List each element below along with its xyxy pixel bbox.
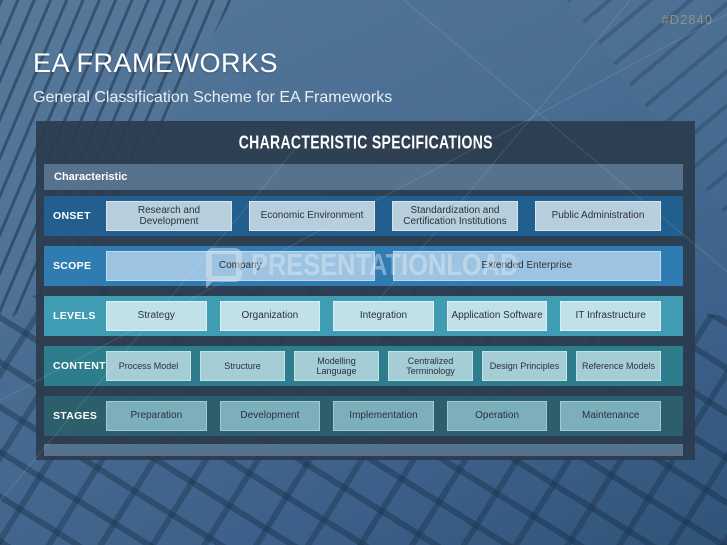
row-levels: LEVELS Strategy Organization Integration… — [44, 296, 683, 336]
spec-box: Application Software — [446, 301, 548, 331]
spec-box: Organization — [219, 301, 321, 331]
panel-title: CHARACTERISTIC SPECIFICATIONS — [36, 121, 695, 164]
spec-box: Extended Enterprise — [392, 251, 661, 281]
panel-footer-band — [44, 444, 683, 456]
spec-box: Process Model — [106, 351, 191, 381]
spec-box: Standardization and Certification Instit… — [392, 201, 518, 231]
row-boxes: Preparation Development Implementation O… — [106, 401, 683, 431]
spec-box: Public Administration — [535, 201, 661, 231]
row-label-levels: LEVELS — [53, 310, 96, 322]
slide-id: #D2840 — [661, 12, 713, 27]
row-onset: ONSET Research and Development Economic … — [44, 196, 683, 236]
row-label-onset: ONSET — [53, 210, 91, 222]
characteristic-header-label: Characteristic — [54, 171, 128, 183]
spec-box: Reference Models — [576, 351, 661, 381]
row-boxes: Research and Development Economic Enviro… — [106, 201, 683, 231]
spec-box: Maintenance — [560, 401, 661, 431]
spec-box: Implementation — [333, 401, 434, 431]
spec-box: Economic Environment — [249, 201, 375, 231]
characteristic-header-band: Characteristic — [44, 164, 683, 190]
page-title: EA FRAMEWORKS — [33, 48, 279, 79]
row-label-scope: SCOPE — [53, 260, 92, 272]
row-content: CONTENT Process Model Structure Modellin… — [44, 346, 683, 386]
panel-title-text: CHARACTERISTIC SPECIFICATIONS — [238, 131, 493, 153]
spec-box: Structure — [200, 351, 285, 381]
specifications-panel: CHARACTERISTIC SPECIFICATIONS Characteri… — [36, 121, 695, 460]
spec-box: IT Infrastructure — [560, 301, 661, 331]
row-boxes: Strategy Organization Integration Applic… — [106, 301, 683, 331]
row-label-stages: STAGES — [53, 410, 98, 422]
row-scope: SCOPE Company Extended Enterprise — [44, 246, 683, 286]
spec-box: Research and Development — [106, 201, 232, 231]
row-boxes: Company Extended Enterprise — [106, 251, 683, 281]
spec-box: Strategy — [106, 301, 207, 331]
spec-box: Development — [219, 401, 321, 431]
spec-box: Centralized Terminology — [388, 351, 473, 381]
spec-box: Integration — [333, 301, 434, 331]
spec-box: Modelling Language — [294, 351, 379, 381]
row-stages: STAGES Preparation Development Implement… — [44, 396, 683, 436]
spec-box: Company — [106, 251, 375, 281]
spec-box: Operation — [446, 401, 548, 431]
page-subtitle: General Classification Scheme for EA Fra… — [33, 89, 393, 107]
spec-box: Preparation — [106, 401, 207, 431]
row-label-content: CONTENT — [53, 360, 106, 372]
row-boxes: Process Model Structure Modelling Langua… — [106, 351, 683, 381]
spec-box: Design Principles — [482, 351, 567, 381]
